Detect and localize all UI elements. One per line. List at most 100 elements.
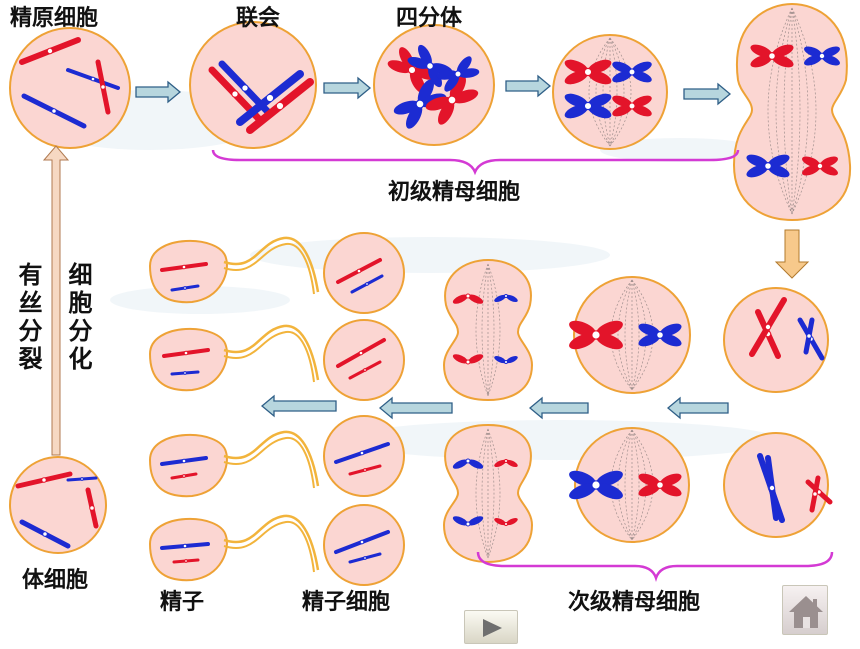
chromosome-x-red bbox=[750, 44, 794, 68]
centromere bbox=[818, 52, 826, 60]
chromatid-arm bbox=[468, 516, 484, 526]
spindle-metaphase-1 bbox=[602, 37, 611, 147]
spindle-anaphase-1 bbox=[783, 7, 793, 215]
chromatid-arm bbox=[406, 104, 423, 129]
chromatid-arm bbox=[494, 459, 506, 468]
chromatid-arm bbox=[444, 74, 460, 92]
spindle-secondary-2 bbox=[610, 429, 633, 541]
label-differentiation: 细胞分化 bbox=[64, 262, 92, 374]
chromatid-arm bbox=[452, 459, 468, 469]
chromatid-arm bbox=[449, 75, 466, 100]
sperm-head bbox=[148, 240, 228, 304]
chromatid-arm bbox=[768, 164, 790, 178]
chromatid-arm bbox=[588, 104, 612, 119]
chromosome-x-red bbox=[564, 59, 612, 85]
chromatid-arm bbox=[804, 54, 822, 66]
arrow-left bbox=[378, 396, 453, 420]
chromatid-arm bbox=[407, 56, 430, 69]
centromere bbox=[465, 359, 471, 365]
centromere bbox=[454, 70, 462, 78]
chromatid-arm bbox=[506, 459, 518, 468]
chromatid-arm bbox=[506, 294, 518, 303]
centromere bbox=[628, 68, 636, 76]
chromatid-arm bbox=[494, 294, 506, 303]
chromatid-arm bbox=[458, 68, 480, 78]
chromatid-arm bbox=[612, 70, 632, 83]
chromatid-arm bbox=[596, 483, 623, 500]
next-slide-button[interactable] bbox=[464, 610, 518, 644]
chromatid-arm bbox=[612, 104, 632, 117]
chromatid-arm bbox=[468, 354, 484, 364]
chromosome-v bbox=[494, 355, 518, 365]
centromere bbox=[89, 505, 95, 511]
centromere bbox=[275, 101, 285, 111]
chromatid-arm bbox=[452, 516, 468, 526]
chromatid-arm bbox=[820, 164, 838, 176]
chromatid-arm bbox=[569, 320, 596, 337]
centromere bbox=[42, 531, 48, 537]
sperm-2 bbox=[148, 324, 320, 392]
home-button[interactable] bbox=[782, 585, 828, 635]
centromere bbox=[447, 95, 457, 105]
label-primary-spermatocyte: 初级精母细胞 bbox=[388, 180, 521, 205]
spindle-metaphase-1 bbox=[609, 37, 618, 147]
centromere bbox=[583, 101, 593, 111]
sperm-1 bbox=[148, 236, 320, 304]
centromere bbox=[465, 521, 471, 527]
chromatid-arm bbox=[632, 95, 652, 108]
chromatid-arm bbox=[772, 54, 794, 68]
sperm-head bbox=[148, 434, 228, 498]
spindle-secondary-2 bbox=[617, 429, 633, 541]
spindle-anaphase-1 bbox=[791, 7, 809, 215]
label-synapsis: 联会 bbox=[236, 6, 281, 31]
chromatid-arm bbox=[506, 355, 518, 364]
chromatid-arm bbox=[638, 483, 660, 497]
spindle-secondary-anaphase-1 bbox=[487, 263, 495, 397]
home-icon bbox=[789, 596, 823, 628]
spindle-secondary-2 bbox=[631, 429, 647, 541]
centromere bbox=[363, 368, 367, 372]
chromatid-arm bbox=[387, 60, 412, 74]
sperm-tail bbox=[223, 520, 315, 573]
centromere bbox=[465, 293, 471, 299]
chromatid-arm bbox=[596, 320, 623, 337]
centromere bbox=[356, 268, 362, 274]
centromere bbox=[503, 521, 509, 527]
centromere bbox=[503, 293, 509, 299]
centromere bbox=[363, 468, 367, 472]
centromere bbox=[182, 543, 188, 549]
centromere bbox=[816, 162, 824, 170]
chromatid-arm bbox=[417, 79, 434, 104]
chromatid-arm bbox=[409, 70, 425, 93]
cell-spermatid-3 bbox=[323, 415, 405, 497]
sperm-head bbox=[148, 518, 228, 582]
centromere bbox=[184, 559, 188, 563]
background-smudge-4 bbox=[600, 138, 760, 162]
chromatid-arm bbox=[438, 100, 455, 125]
bracket-secondary-spermatocyte bbox=[476, 551, 834, 582]
chromatid-arm bbox=[804, 46, 822, 58]
sperm-tail bbox=[223, 236, 320, 293]
chromatid-arm bbox=[822, 46, 840, 58]
spindle-secondary-1 bbox=[617, 279, 633, 391]
chromatid-arm bbox=[494, 355, 506, 364]
spindle-secondary-1 bbox=[631, 279, 654, 391]
chromatid-arm bbox=[632, 104, 652, 117]
centromere bbox=[426, 62, 434, 70]
centromere bbox=[51, 108, 57, 114]
chromosome-x-blue bbox=[569, 470, 623, 500]
chromatid-arm bbox=[768, 154, 790, 168]
chromatid-arm bbox=[588, 59, 612, 74]
background-smudge-2 bbox=[340, 420, 780, 460]
chromatid-arm bbox=[750, 44, 772, 58]
chromosome-x-red bbox=[612, 95, 652, 117]
chromatid-arm bbox=[468, 459, 484, 469]
centromere bbox=[503, 458, 509, 464]
centromere bbox=[415, 99, 425, 109]
chromosome-x-blue bbox=[638, 323, 682, 347]
chromosome-v bbox=[452, 293, 484, 304]
chromatid-arm bbox=[418, 44, 432, 66]
arrow-right bbox=[323, 76, 372, 100]
chromosome-v bbox=[452, 354, 484, 365]
